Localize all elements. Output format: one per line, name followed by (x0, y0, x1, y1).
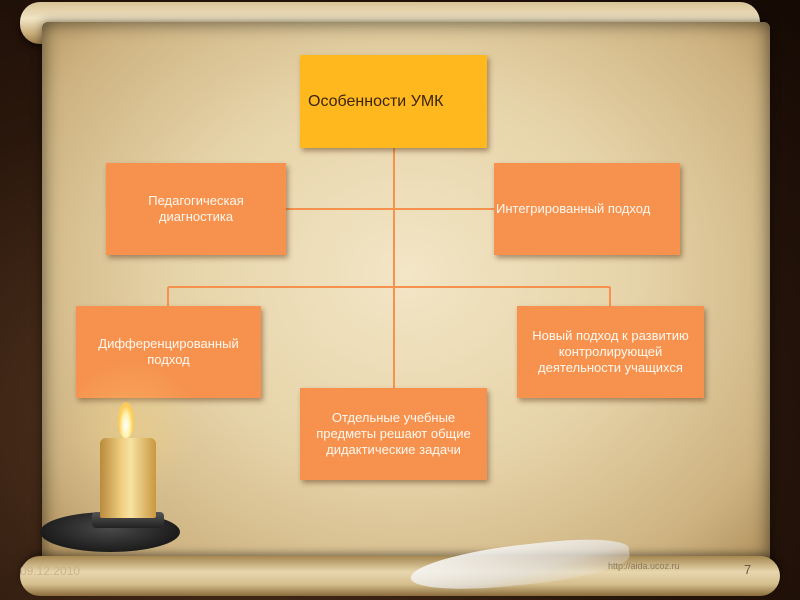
slide-date: 09.12.2010 (20, 564, 81, 578)
node-label: Педагогическая диагностика (148, 193, 244, 224)
candle-flame (118, 402, 134, 438)
node-label: Отдельные учебные предметы решают общие … (316, 410, 471, 457)
node-new-control-approach: Новый подход к развитию контролирующей д… (517, 306, 704, 398)
node-integrated-approach: Интегрированный подход (494, 163, 680, 255)
root-node-label: Особенности УМК (308, 92, 444, 110)
node-separate-subjects: Отдельные учебные предметы решают общие … (300, 388, 487, 480)
node-label: Дифференцированный подход (98, 336, 239, 367)
node-pedagogical-diagnostics: Педагогическая диагностика (106, 163, 286, 255)
node-label: Новый подход к развитию контролирующей д… (532, 328, 689, 375)
watermark-url: http://aida.ucoz.ru (608, 561, 680, 571)
slide-number: 7 (744, 562, 752, 577)
scroll-bottom-roll (20, 556, 780, 596)
root-node: Особенности УМК (300, 55, 487, 148)
candle (100, 438, 156, 518)
node-label: Интегрированный подход (496, 201, 651, 216)
node-differentiated-approach: Дифференцированный подход (76, 306, 261, 398)
